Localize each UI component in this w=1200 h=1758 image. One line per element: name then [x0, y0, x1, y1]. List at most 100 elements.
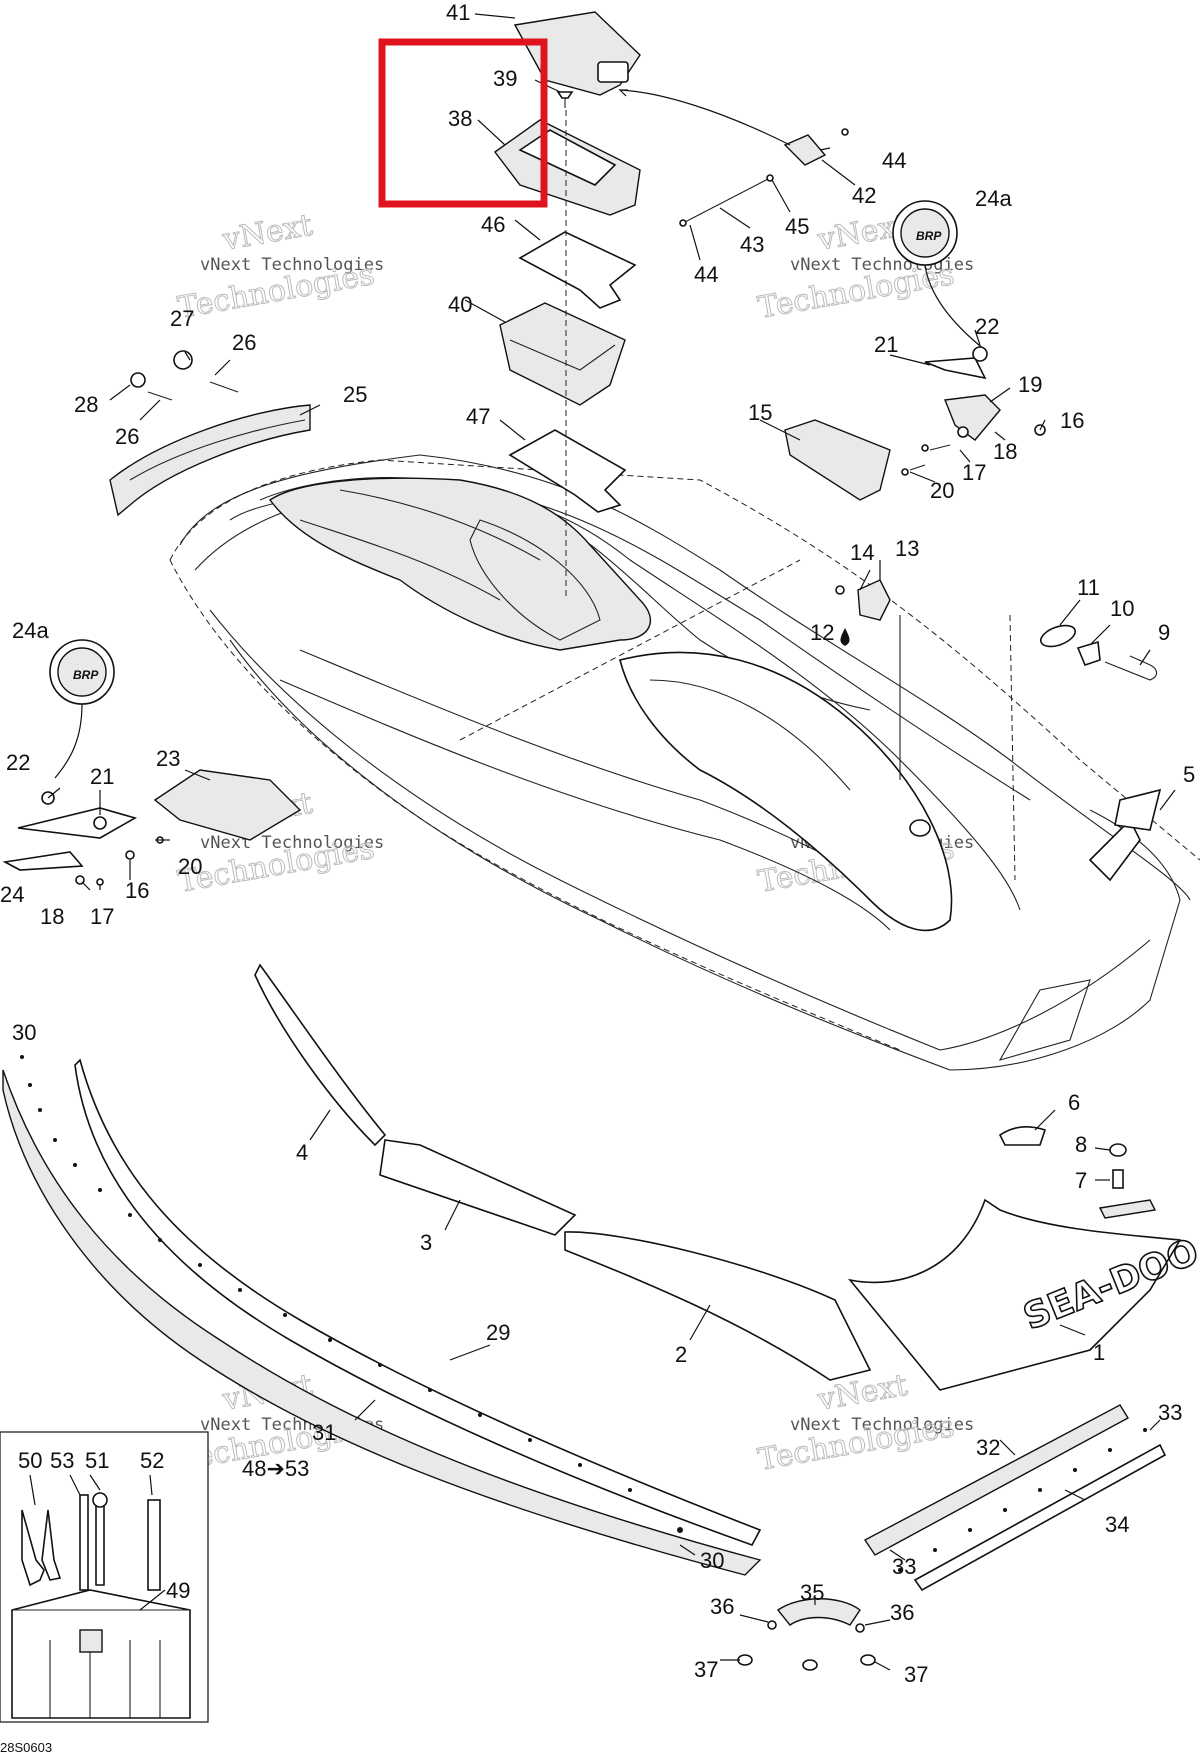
callout-44: 44	[882, 148, 906, 173]
part-3	[379, 1139, 577, 1236]
callout-18: 18	[40, 904, 64, 929]
highlight-box	[378, 38, 548, 208]
callout-29: 29	[486, 1320, 510, 1345]
part-23	[153, 769, 302, 841]
part-29	[2, 1069, 762, 1576]
callout-15: 15	[748, 400, 772, 425]
part-32	[863, 1404, 1129, 1556]
left-handrail	[109, 350, 311, 517]
deck-trim-pieces: SEA-DOO	[254, 788, 1200, 1391]
callout-46: 46	[481, 212, 505, 237]
callout-44: 44	[694, 262, 718, 287]
leader-lines	[29, 13, 1176, 1671]
callout-37: 37	[904, 1662, 928, 1687]
callout-39: 39	[493, 66, 517, 91]
callout-30: 30	[12, 1020, 36, 1045]
callout-42: 42	[852, 183, 876, 208]
callout-34: 34	[1105, 1512, 1129, 1537]
callout-28: 28	[74, 392, 98, 417]
callout-36: 36	[890, 1600, 914, 1625]
svg-text:vNext Technologies: vNext Technologies	[200, 255, 384, 275]
callout-36: 36	[710, 1594, 734, 1619]
callout-16: 16	[125, 878, 149, 903]
callout-35: 35	[800, 1580, 824, 1605]
part-35	[776, 1598, 861, 1626]
part-42-latch	[783, 134, 827, 166]
callout-43: 43	[740, 232, 764, 257]
part-5	[1114, 788, 1162, 831]
callout-5: 5	[1183, 762, 1195, 787]
front-storage-assembly	[494, 11, 849, 600]
part-21-top	[924, 357, 987, 380]
callout-17: 17	[90, 904, 114, 929]
callout-14: 14	[850, 540, 874, 565]
part-47-gasket	[508, 429, 627, 513]
callout-33: 33	[892, 1554, 916, 1579]
callout-25: 25	[343, 382, 367, 407]
callout-30: 30	[700, 1548, 724, 1573]
callout-24: 24	[0, 882, 24, 907]
callout-37: 37	[694, 1657, 718, 1682]
watermark-top-left: vNext vNext Technologies Technologies	[175, 207, 384, 326]
callout-6: 6	[1068, 1090, 1080, 1115]
right-handholds	[784, 346, 1046, 501]
brp-logo-left: BRP	[49, 639, 115, 779]
svg-text:BRP: BRP	[916, 229, 942, 243]
callout-45: 45	[785, 214, 809, 239]
callout-33: 33	[1158, 1400, 1182, 1425]
callout-17: 17	[962, 460, 986, 485]
callout-51: 51	[85, 1448, 109, 1473]
callout-2: 2	[675, 1342, 687, 1367]
callout-21: 21	[874, 332, 898, 357]
callout-18: 18	[993, 439, 1017, 464]
callout-26: 26	[115, 424, 139, 449]
callout-24a: 24a	[12, 618, 49, 643]
part-40-bin	[499, 302, 626, 406]
callout-10: 10	[1110, 596, 1134, 621]
bracket-13	[835, 579, 901, 780]
part-31	[74, 1058, 762, 1546]
callout-21: 21	[90, 764, 114, 789]
callout-27: 27	[170, 306, 194, 331]
left-handhold	[2, 769, 302, 886]
callout-40: 40	[448, 292, 472, 317]
part-46-gasket	[518, 231, 637, 309]
callout-16: 16	[1060, 408, 1084, 433]
callout-50: 50	[18, 1448, 42, 1473]
callout-12: 12	[810, 620, 834, 645]
callout-9: 9	[1158, 620, 1170, 645]
part-24	[2, 851, 84, 871]
left-rubrail	[2, 1055, 762, 1576]
callout-53: 53	[50, 1448, 74, 1473]
callout-labels: 41 39 38 44 42 45 46 24a 43 44 40 27 26 …	[0, 0, 1195, 1687]
callout-11: 11	[1077, 575, 1100, 600]
part-21-left	[17, 807, 138, 839]
callout-7: 7	[1075, 1168, 1087, 1193]
callout-32: 32	[976, 1435, 1000, 1460]
brp-logo-top-right: BRP	[892, 200, 986, 351]
callout-47: 47	[466, 404, 490, 429]
callout-41: 41	[446, 0, 470, 25]
callout-49: 49	[166, 1578, 190, 1603]
callout-26: 26	[232, 330, 256, 355]
callout-38: 38	[448, 106, 472, 131]
part-34	[913, 1443, 1167, 1592]
callout-1: 1	[1093, 1340, 1105, 1365]
callout-3: 3	[420, 1230, 432, 1255]
part-19	[944, 394, 1001, 441]
callout-31: 31	[312, 1420, 336, 1445]
callout-24a: 24a	[975, 186, 1012, 211]
rear-bumper-group	[737, 1598, 876, 1671]
callout-22: 22	[6, 750, 30, 775]
callout-20: 20	[930, 478, 954, 503]
callout-23: 23	[156, 746, 180, 771]
callout-20: 20	[178, 854, 202, 879]
tool-kit-box	[0, 1431, 209, 1723]
callout-22: 22	[975, 314, 999, 339]
part-6	[998, 1125, 1047, 1146]
part-4	[254, 963, 387, 1147]
part-2	[564, 1231, 872, 1381]
drawing-code: 28S0603	[0, 1740, 52, 1755]
svg-text:vNext Technologies: vNext Technologies	[790, 1415, 974, 1435]
